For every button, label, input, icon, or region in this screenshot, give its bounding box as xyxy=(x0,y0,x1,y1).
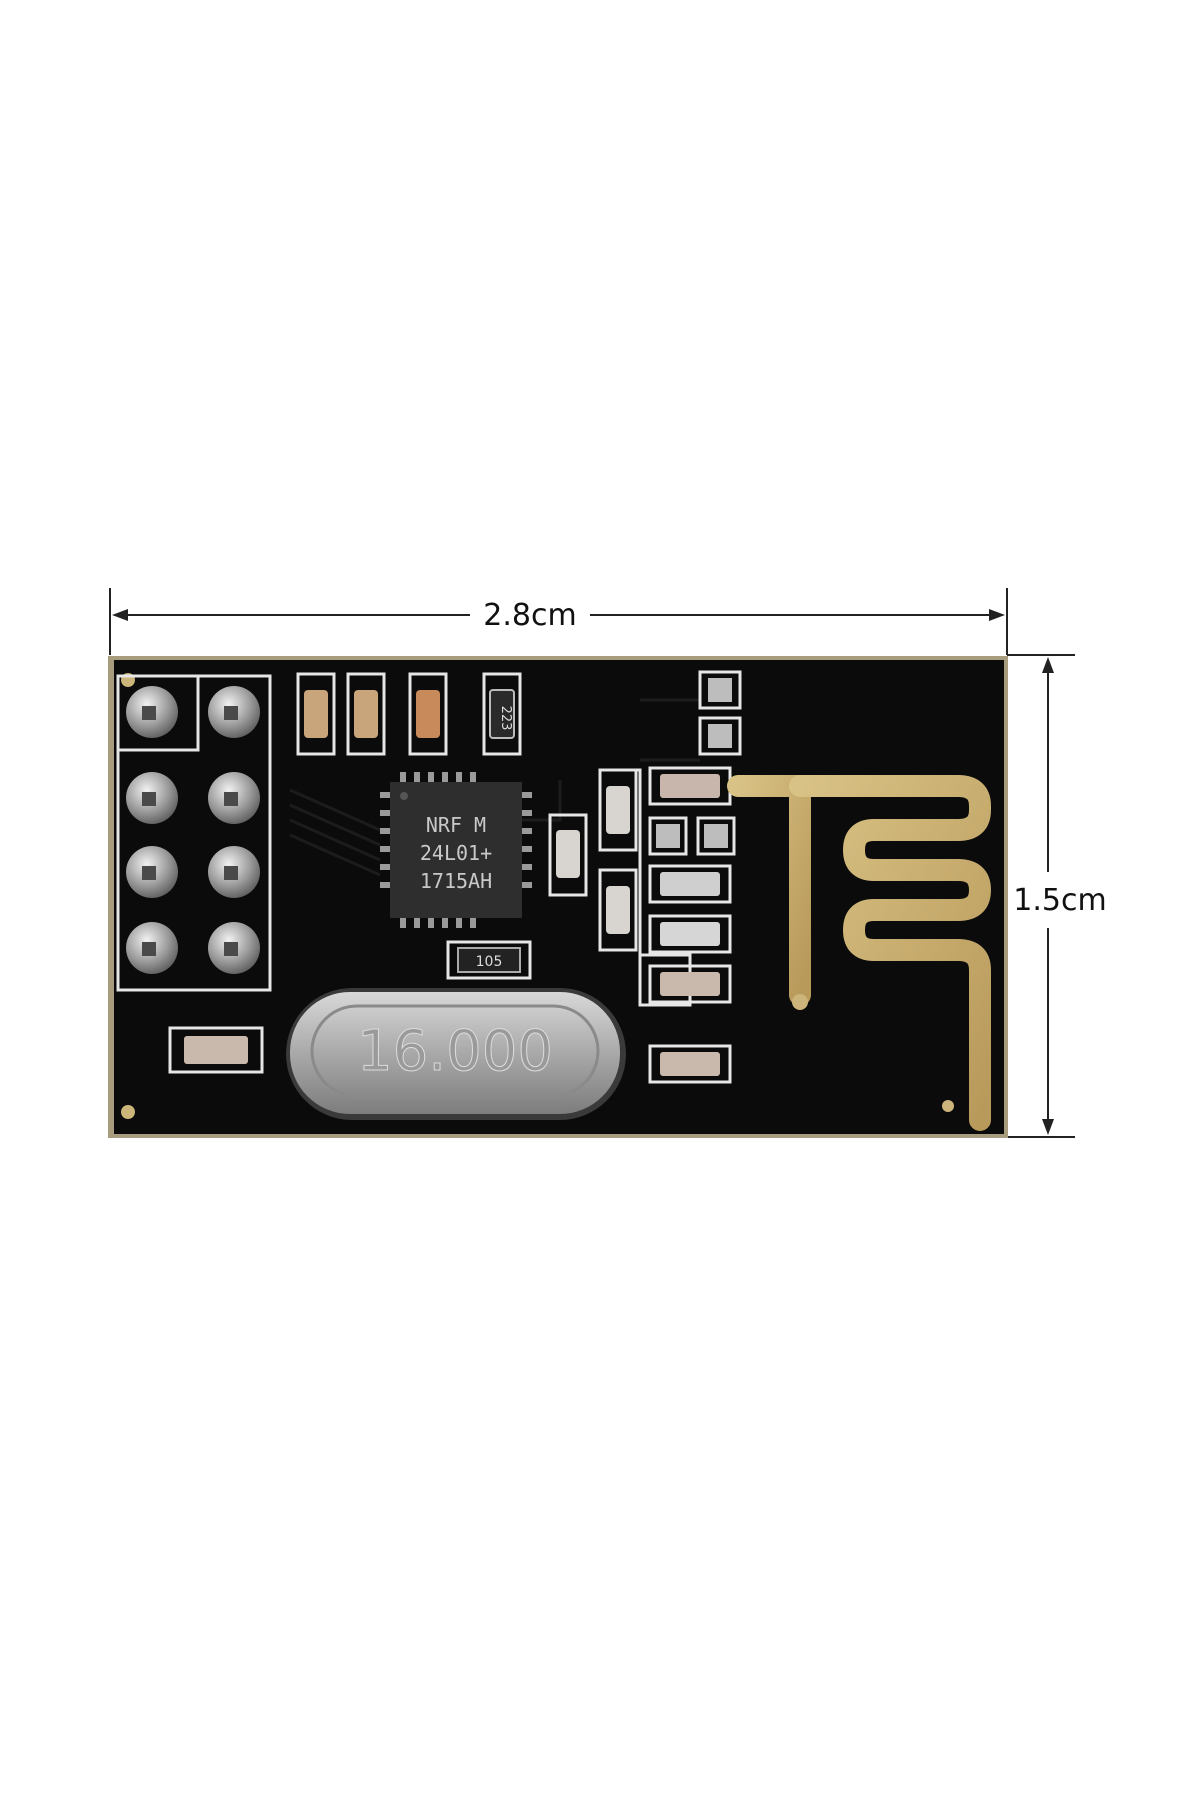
top-capacitors: 223 xyxy=(296,672,522,756)
height-dimension: 1.5cm xyxy=(1007,654,1107,1138)
crystal-oscillator: 16.000 xyxy=(286,988,626,1120)
height-label: 1.5cm xyxy=(1013,883,1106,918)
width-label: 2.8cm xyxy=(483,598,576,633)
crystal-label: 16.000 xyxy=(357,1019,553,1084)
nrf24l01-chip: NRF M 24L01+ 1715AH xyxy=(380,772,532,928)
pcb-antenna xyxy=(727,775,991,1131)
antenna-feed-dot xyxy=(792,994,808,1010)
chip-label-line3: 1715AH xyxy=(420,869,492,893)
width-dimension: 2.8cm xyxy=(109,588,1008,655)
res-105-label: 105 xyxy=(476,954,503,970)
corner-pad-bottom-left xyxy=(121,1105,135,1119)
cap-223-label: 223 xyxy=(498,706,513,731)
resistor-105: 105 xyxy=(446,940,532,980)
rf-passives xyxy=(168,670,742,1084)
corner-pad-bottom-right xyxy=(942,1100,954,1112)
header-pins xyxy=(116,674,272,992)
chip-label-line1: NRF M xyxy=(426,813,486,837)
chip-label-line2: 24L01+ xyxy=(420,841,492,865)
